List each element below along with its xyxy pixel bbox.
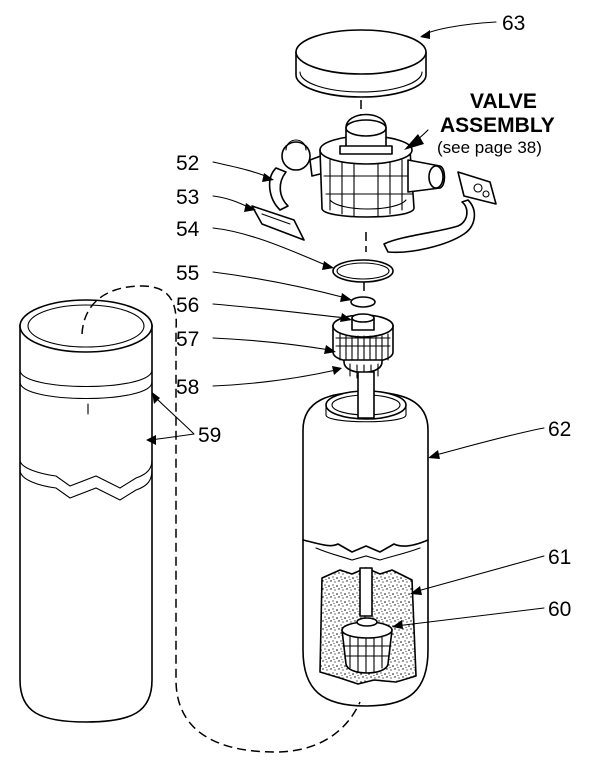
valve-label-line2: ASSEMBLY: [440, 114, 555, 137]
callout-53: 53: [176, 186, 199, 209]
callout-57: 57: [176, 328, 199, 351]
assembly-axis-line: [360, 100, 367, 296]
valve-label-line3: (see page 38): [437, 138, 542, 157]
callout-56: 56: [176, 294, 199, 317]
callout-62: 62: [548, 418, 571, 441]
part-63-cover: [295, 29, 427, 98]
alignment-path: [81, 285, 361, 753]
callout-52: 52: [176, 152, 199, 175]
part-62-mineral-tank: [302, 371, 429, 707]
callout-58: 58: [176, 376, 199, 399]
part-54-o-ring: [332, 259, 394, 283]
leader-lines: [146, 21, 545, 629]
callout-61: 61: [548, 546, 571, 569]
part-59-outer-jacket: [19, 299, 153, 723]
valve-assembly: [251, 113, 497, 254]
part-56-57-58-distributor-head: [332, 313, 394, 379]
valve-label-line1: VALVE: [470, 90, 537, 113]
callout-63: 63: [502, 12, 525, 35]
part-55-small-ring: [350, 296, 376, 308]
callout-60: 60: [548, 598, 571, 621]
callout-55: 55: [176, 262, 199, 285]
callout-54: 54: [176, 218, 200, 241]
callout-59: 59: [198, 424, 221, 447]
